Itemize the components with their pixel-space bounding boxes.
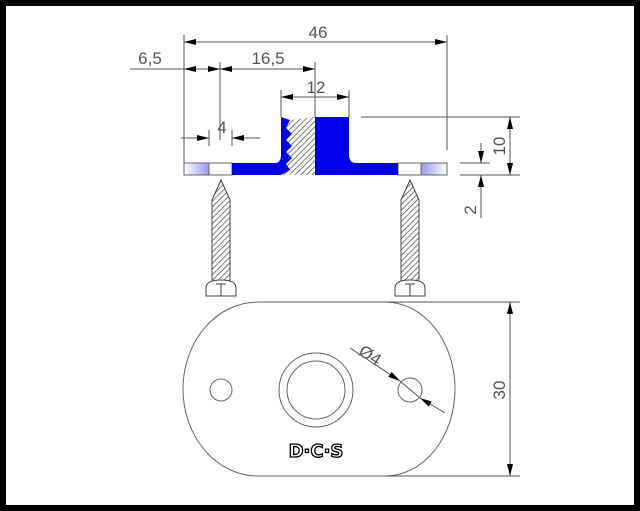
screw-left (205, 178, 237, 297)
dim-10-label: 10 (490, 137, 509, 156)
dcs-logo: D·C·S (289, 441, 344, 462)
section-right (315, 117, 398, 175)
mount-hole-left (209, 378, 233, 402)
dim-height: 10 2 (361, 116, 520, 218)
dim-boss-diameter: 12 (280, 78, 350, 117)
dim-16-5-label: 16,5 (251, 49, 284, 68)
screw-right (394, 178, 426, 297)
dim-overall-width: 46 (183, 23, 448, 165)
section-left (232, 117, 292, 175)
sheet (6, 6, 634, 505)
dim-30-label: 30 (490, 381, 509, 400)
section-view (183, 117, 448, 176)
dim-depth: 30 (385, 301, 520, 477)
mount-hole-right (397, 377, 423, 403)
thread-hatch (281, 117, 315, 175)
dim-6-5-label: 6,5 (138, 49, 162, 68)
dim-2-label: 2 (461, 205, 480, 214)
dim-hole-positions: 6,5 16,5 (130, 49, 316, 140)
dim-46-label: 46 (309, 23, 328, 42)
dim-4-label: 4 (217, 118, 226, 137)
dim-12-label: 12 (307, 78, 326, 97)
dim-hole-width: 4 (181, 118, 260, 146)
